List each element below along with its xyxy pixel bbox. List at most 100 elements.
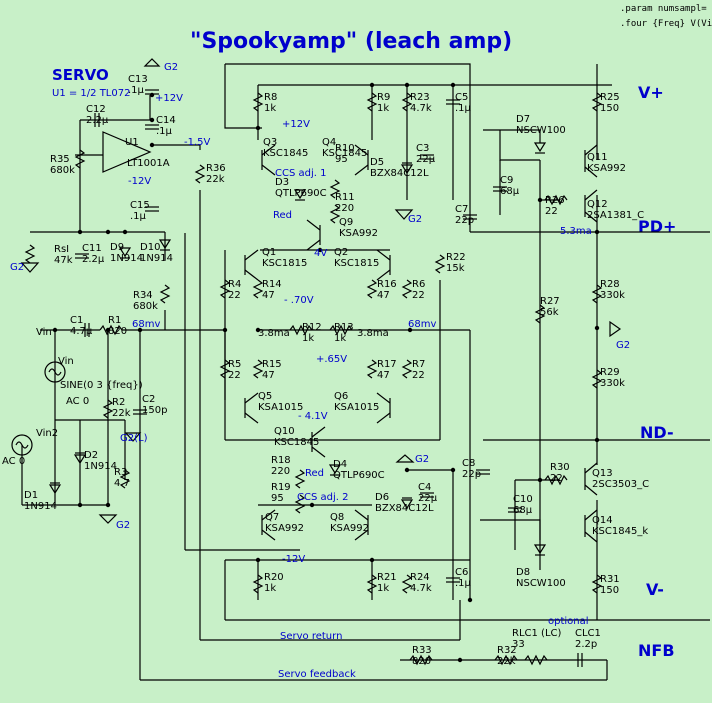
ref-r15: R15 — [262, 359, 282, 370]
ref-q4: Q4 — [322, 137, 336, 148]
ref-d3: D3 — [275, 177, 289, 188]
value-c8: 22p — [462, 469, 481, 480]
capacitor-bodies — [75, 89, 583, 667]
value-c7: 22p — [455, 215, 474, 226]
value-r23: 4.7k — [410, 103, 432, 114]
ref-r9: R9 — [377, 92, 390, 103]
label-p12-mid: +12V — [282, 119, 310, 130]
ref-c2: C2 — [142, 394, 155, 405]
value-c9: 68µ — [500, 186, 520, 197]
value-r29: 330k — [600, 378, 625, 389]
ref-r4: R4 — [228, 279, 241, 290]
q9-symbol[interactable] — [306, 219, 321, 251]
ref-d4: D4 — [333, 459, 347, 470]
source-vin2[interactable] — [11, 434, 33, 456]
value-c4: 22µ — [418, 493, 438, 504]
opamp-u1[interactable]: U1 LT1001A — [102, 131, 170, 173]
ref-r29: R29 — [600, 367, 620, 378]
vin-source-label: Vin — [58, 356, 74, 367]
ref-r22: R22 — [446, 252, 466, 263]
value-r19: 95 — [271, 493, 284, 504]
q5-symbol[interactable] — [244, 392, 259, 424]
label-p65: +.65V — [316, 354, 347, 365]
q8-symbol[interactable] — [354, 509, 369, 541]
q13-symbol[interactable] — [584, 462, 598, 496]
value-r36: 22k — [206, 174, 225, 185]
ref-c9: C9 — [500, 175, 513, 186]
value-c10: 68µ — [513, 505, 533, 516]
q10-symbol[interactable] — [311, 426, 326, 458]
value-r31: 150 — [600, 585, 619, 596]
q3-symbol[interactable] — [261, 144, 276, 176]
label-red1: Red — [273, 210, 292, 221]
ref-d7: D7 — [516, 114, 530, 125]
ref-r35: R35 — [50, 154, 70, 165]
q6-symbol[interactable] — [376, 392, 391, 424]
ref-r13: R13 — [334, 322, 354, 333]
value-d3: QTLP690C — [275, 188, 327, 199]
value-c15: .1µ — [130, 211, 147, 222]
net-label-nfb: NFB — [638, 641, 675, 660]
q11-symbol[interactable] — [584, 144, 598, 178]
q14-symbol[interactable] — [584, 509, 598, 543]
ref-rsi: RsI — [54, 244, 69, 255]
ref-d2: D2 — [84, 450, 98, 461]
value-q10: KSC1845 — [274, 437, 319, 448]
value-rlc1: 33 — [512, 639, 525, 650]
ref-d9: D9 — [110, 242, 124, 253]
opamp-part: LT1001A — [127, 158, 170, 169]
ref-r20: R20 — [264, 572, 284, 583]
ground-label-c2: G2(L) — [120, 433, 148, 444]
value-r3: 4.7 — [114, 478, 130, 489]
ref-r28: R28 — [600, 279, 620, 290]
ref-d10: D10 — [140, 242, 160, 253]
net-label-ndminus: ND- — [640, 423, 674, 442]
value-r18: 220 — [271, 466, 290, 477]
value-r32: 22k — [497, 656, 516, 667]
ref-r24: R24 — [410, 572, 430, 583]
value-r9: 1k — [377, 103, 389, 114]
ground-label-d5: G2 — [408, 214, 422, 225]
value-r35: 680k — [50, 165, 75, 176]
value-q5: KSA1015 — [258, 402, 303, 413]
value-q4: KSC1845 — [322, 148, 367, 159]
value-d4: QTLP690C — [333, 470, 385, 481]
ref-q6: Q6 — [334, 391, 348, 402]
value-r17: 47 — [377, 370, 390, 381]
ref-r17: R17 — [377, 359, 397, 370]
net-label-pdplus: PD+ — [638, 217, 676, 236]
ref-clc1: CLC1 — [575, 628, 601, 639]
servo-note: U1 = 1/2 TL072 — [52, 88, 130, 99]
ref-r19: R19 — [271, 482, 291, 493]
value-q14: KSC1845_k — [592, 526, 648, 537]
q1-symbol[interactable] — [244, 249, 259, 281]
value-r27: 56k — [540, 307, 559, 318]
value-d6: BZX84C12L — [375, 503, 434, 514]
ground-label-r3: G2 — [116, 520, 130, 531]
ref-r23: R23 — [410, 92, 430, 103]
q7-symbol[interactable] — [261, 509, 276, 541]
ground-label-c4: G2 — [415, 454, 429, 465]
value-r10: 95 — [335, 154, 348, 165]
value-rsi: 47k — [54, 255, 73, 266]
ref-r34: R34 — [133, 290, 153, 301]
ref-r11: R11 — [335, 192, 355, 203]
ref-r2: R2 — [112, 397, 125, 408]
value-r34: 680k — [133, 301, 158, 312]
ref-r36: R36 — [206, 163, 226, 174]
ref-r21: R21 — [377, 572, 397, 583]
ref-c15: C15 — [130, 200, 150, 211]
ref-d8: D8 — [516, 567, 530, 578]
q12-symbol[interactable] — [584, 189, 598, 223]
diode-bodies — [48, 142, 547, 556]
value-c5: .1µ — [455, 103, 472, 114]
ref-q1: Q1 — [262, 247, 276, 258]
ref-r7: R7 — [412, 359, 425, 370]
ref-r14: R14 — [262, 279, 282, 290]
q2-symbol[interactable] — [376, 249, 391, 281]
value-r12: 1k — [302, 333, 314, 344]
ref-q13: Q13 — [592, 468, 613, 479]
source-vin[interactable] — [44, 361, 66, 383]
q4-symbol[interactable] — [354, 144, 369, 176]
